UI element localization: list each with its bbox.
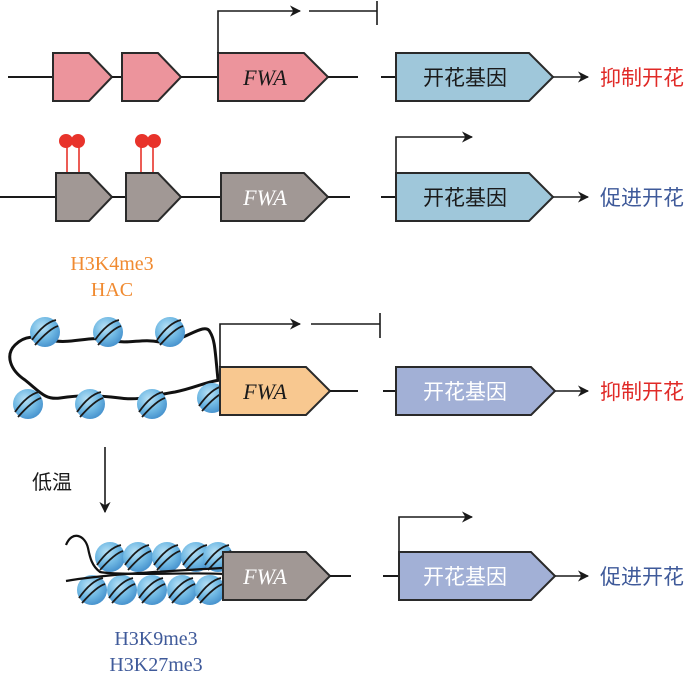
fwa-gene	[217, 52, 330, 102]
methyl-pin-icon	[147, 134, 161, 148]
flowering-gene-label: 开花基因	[423, 565, 507, 589]
nucleosome-icon	[106, 574, 138, 606]
nucleosome-icon	[122, 541, 154, 573]
fwa-gene-label: FWA	[242, 564, 287, 589]
active-mark-label: HAC	[91, 279, 133, 301]
cold-treatment-label: 低温	[32, 470, 72, 494]
methylation-marks	[59, 134, 161, 173]
nucleosome-icon	[12, 388, 44, 420]
fwa-gene-label: FWA	[242, 185, 287, 210]
transcription-arrow-icon	[219, 318, 302, 367]
nucleosome-icon	[136, 574, 168, 606]
fwa-gene	[219, 366, 332, 416]
nucleosome-icon	[166, 574, 198, 606]
silencing-mark-label: H3K27me3	[109, 654, 202, 676]
outcome-label: 促进开花	[600, 186, 684, 210]
methyl-pin-icon	[135, 134, 149, 148]
cold-treatment: 低温	[32, 447, 111, 514]
silencing-mark-label: H3K9me3	[114, 628, 197, 650]
nucleosome-icon	[92, 316, 124, 348]
row-4: FWA 开花基因 促进开花	[64, 511, 684, 606]
outcome-label: 抑制开花	[600, 380, 684, 404]
fwa-gene-label: FWA	[242, 65, 287, 90]
flowering-gene	[398, 551, 557, 601]
row-3: FWA 开花基因 抑制开花	[8, 313, 684, 420]
flowering-gene-label: 开花基因	[423, 66, 507, 90]
nucleosome-icon	[94, 541, 126, 573]
nucleosome-icon	[136, 388, 168, 420]
active-mark-label: H3K4me3	[70, 253, 153, 275]
upstream-element-2	[121, 52, 183, 102]
transcription-arrow-icon	[217, 5, 302, 53]
nucleosome-icon	[74, 388, 106, 420]
fwa-gene	[222, 551, 332, 601]
methyl-pin-icon	[59, 134, 73, 148]
nucleosome-icon	[194, 574, 226, 606]
chromatin-fiber	[64, 534, 223, 576]
outcome-label: 抑制开花	[600, 66, 684, 90]
methyl-pin-icon	[71, 134, 85, 148]
upstream-element-1	[52, 52, 114, 102]
chromatin-fiber	[65, 566, 223, 583]
upstream-element-2	[125, 172, 183, 222]
row-2: FWA 开花基因 促进开花	[0, 131, 684, 222]
outcome-label: 促进开花	[600, 565, 684, 589]
upstream-element-1	[55, 172, 114, 222]
nucleosome-icon	[29, 316, 61, 348]
transcription-arrow-icon	[398, 511, 474, 552]
row-1: FWA 开花基因 抑制开花	[8, 1, 684, 102]
flowering-gene-label: 开花基因	[423, 380, 507, 404]
nucleosome-icon	[154, 316, 186, 348]
fwa-gene	[220, 172, 330, 222]
transcription-arrow-icon	[395, 131, 474, 173]
flowering-gene	[395, 366, 557, 416]
flowering-gene-label: 开花基因	[423, 186, 507, 210]
fwa-gene-label: FWA	[242, 379, 287, 404]
nucleosome-icon	[151, 541, 183, 573]
flowering-gene	[395, 52, 555, 102]
flowering-gene	[395, 172, 555, 222]
